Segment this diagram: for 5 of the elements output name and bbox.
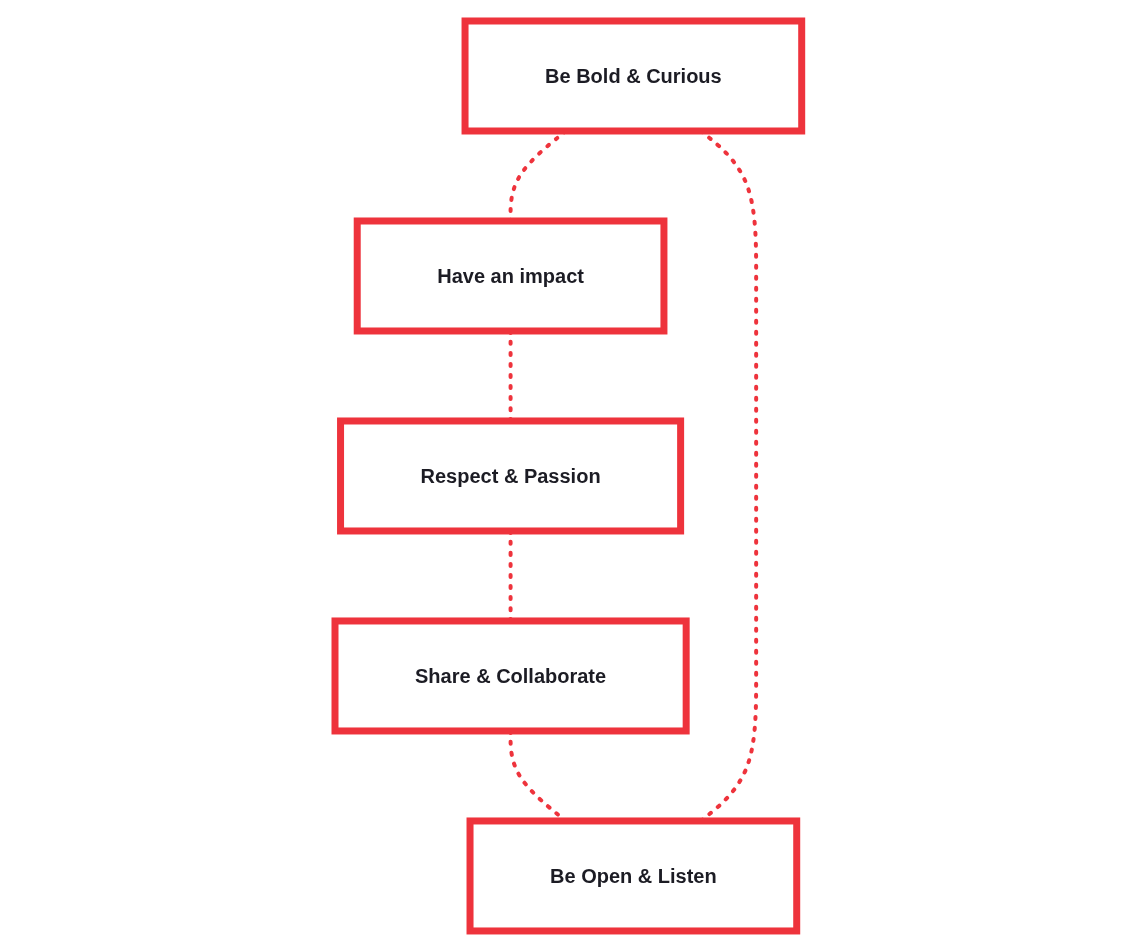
node-box: Share & Collaborate [331, 617, 690, 734]
node-box: Be Open & Listen [466, 817, 800, 934]
node-box: Be Bold & Curious [461, 17, 805, 134]
node-box: Respect & Passion [336, 417, 684, 534]
node-box: Have an impact [353, 217, 668, 334]
